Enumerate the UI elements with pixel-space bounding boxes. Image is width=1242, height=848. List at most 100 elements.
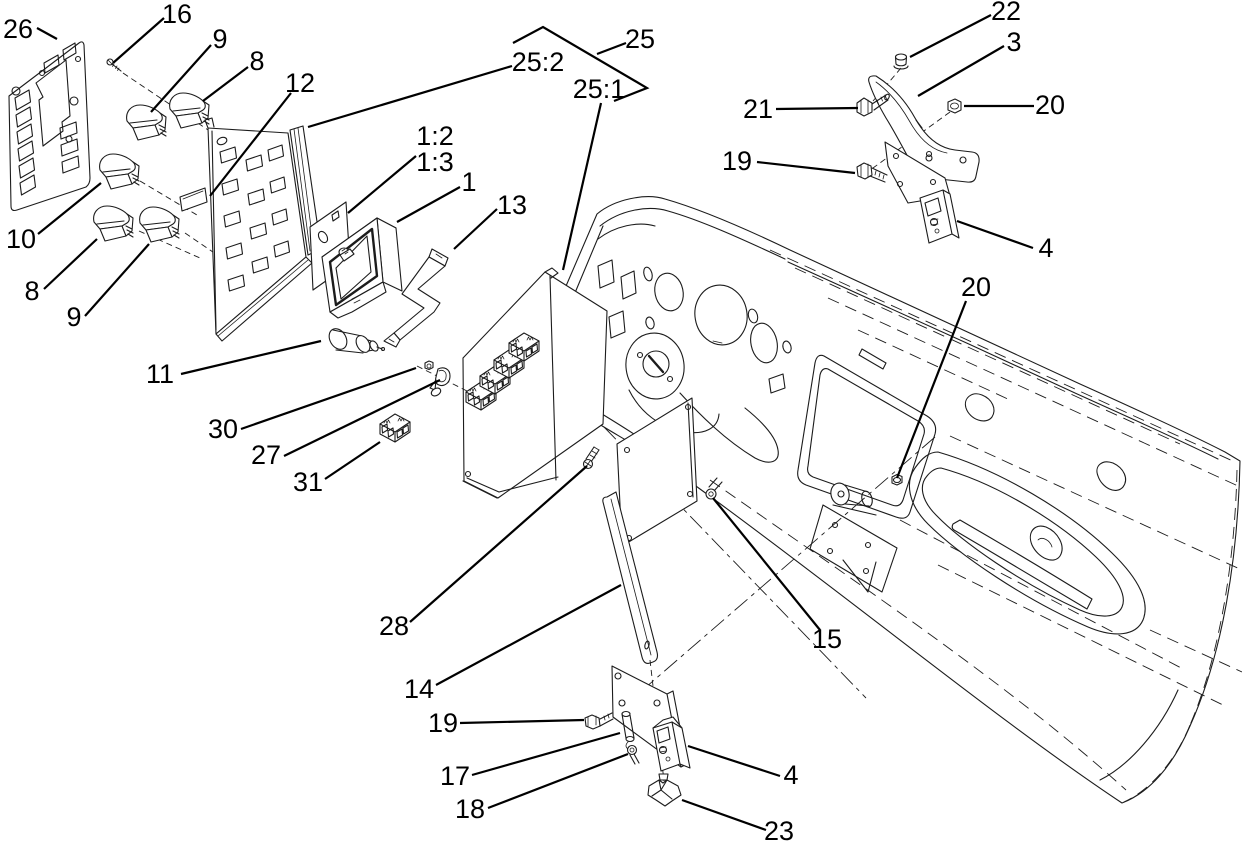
- callout-label-9: 9: [66, 302, 81, 332]
- part-28-screw: [582, 446, 600, 470]
- part-4-bracket-bottom: [652, 716, 691, 772]
- callout-leader-10: [37, 182, 102, 235]
- callout-label-21: 21: [743, 94, 773, 124]
- group-25-bracket: [512, 25, 650, 103]
- callout-leader-13: [453, 208, 498, 250]
- part-9-rocker-switch-left: [139, 206, 180, 243]
- latch-cylinder: [830, 482, 877, 516]
- callout-leader-12: [209, 92, 292, 197]
- callout-leader-25:2: [307, 64, 513, 129]
- callout-label-20: 20: [1035, 90, 1065, 120]
- part-8-rocker-switch-top: [169, 92, 210, 129]
- part-25-1-fuse-panel: [462, 267, 608, 499]
- callout-leader-3: [917, 45, 1005, 97]
- part-21-bolt: [856, 93, 890, 117]
- callout-leader-8: [43, 238, 98, 290]
- callout-label-28: 28: [379, 611, 409, 641]
- callout-label-10: 10: [6, 224, 36, 254]
- callout-leader-30: [240, 366, 417, 431]
- part-17-pin: [621, 710, 635, 751]
- callout-label-25:2: 25:2: [512, 47, 565, 77]
- callout-label-14: 14: [404, 674, 434, 704]
- callout-label-4: 4: [1038, 233, 1053, 263]
- phantom-centerline-1: [637, 436, 936, 695]
- part-14-support-plate-strut: [602, 397, 698, 664]
- callout-label-26: 26: [3, 14, 33, 44]
- part-18-screw: [626, 744, 640, 765]
- callout-leader-9: [150, 44, 212, 113]
- callout-leader-9: [84, 243, 150, 317]
- part-19-bolt-top: [856, 162, 888, 183]
- callout-label-16: 16: [162, 0, 192, 29]
- part-30-nut: [424, 360, 434, 371]
- callout-label-19: 19: [428, 708, 458, 738]
- callout-label-27: 27: [251, 440, 281, 470]
- callout-label-4: 4: [783, 760, 798, 790]
- callout-label-1:3: 1:3: [416, 147, 454, 177]
- callout-leader-28: [409, 465, 588, 623]
- callout-label-11: 11: [146, 359, 174, 389]
- part-31-connector: [379, 413, 411, 443]
- callout-label-17: 17: [440, 761, 470, 791]
- callout-leader-25:1: [561, 102, 603, 271]
- callout-label-25:1: 25:1: [573, 74, 626, 104]
- gauge-hole-center: [694, 284, 748, 346]
- callout-leader-20: [895, 300, 968, 479]
- callout-label-3: 3: [1006, 27, 1021, 57]
- callout-leader-11: [180, 339, 322, 376]
- callout-label-1:2: 1:2: [416, 121, 454, 151]
- callout-label-8: 8: [249, 46, 264, 76]
- callout-label-22: 22: [991, 0, 1021, 26]
- gauge-hole-right: [750, 322, 778, 364]
- bottom-bracket-assembly: [584, 659, 691, 807]
- callout-label-30: 30: [208, 414, 238, 444]
- callout-leader-17: [471, 731, 621, 777]
- part-22-nut: [893, 53, 909, 70]
- part-12-plug: [179, 187, 208, 212]
- callout-leader-27: [283, 379, 441, 457]
- callout-leader-26: [36, 27, 58, 40]
- callout-leader-19: [756, 160, 856, 175]
- callout-label-20: 20: [961, 272, 991, 302]
- callout-leader-18: [487, 752, 629, 810]
- callout-label-18: 18: [455, 794, 485, 824]
- callout-leader-15: [712, 497, 821, 631]
- callout-leader-4: [956, 219, 1034, 250]
- callout-leader-23: [681, 798, 767, 832]
- callout-leader-22: [909, 14, 992, 58]
- callout-label-1: 1: [461, 167, 476, 197]
- part-15-screw: [705, 477, 723, 500]
- part-19-bolt-bottom: [584, 712, 614, 730]
- callout-leader-25: [596, 41, 627, 56]
- part-20-nut-top: [947, 98, 962, 114]
- top-bracket-assembly: [856, 53, 980, 244]
- part-8-rocker-switch-left: [93, 205, 134, 242]
- callout-leader-4: [687, 744, 781, 778]
- part-10-rocker-switch: [99, 153, 140, 190]
- part-23-knob: [647, 773, 682, 807]
- gauge-hole-left: [654, 272, 684, 312]
- callout-leader-21: [775, 106, 859, 111]
- callout-label-19: 19: [722, 146, 752, 176]
- part-11-lamp-socket: [328, 328, 386, 354]
- callout-leader-16: [112, 17, 165, 64]
- callout-label-23: 23: [764, 816, 794, 846]
- callout-leader-14: [435, 584, 622, 686]
- callout-leader-8: [202, 66, 249, 102]
- callout-label-12: 12: [285, 68, 315, 98]
- part-25-2-control-panel: [204, 117, 322, 342]
- hidden-edge-lines: [709, 249, 1242, 803]
- callout-label-13: 13: [497, 190, 527, 220]
- callout-leader-1: [396, 186, 461, 223]
- callout-label-9: 9: [212, 24, 227, 54]
- part-9-rocker-switch-top: [126, 104, 167, 141]
- part-3-bracket-strap: [868, 75, 980, 183]
- part-13-bracket: [383, 248, 449, 348]
- callout-label-25: 25: [625, 24, 655, 54]
- ignition-switch: [625, 332, 779, 463]
- callout-label-31: 31: [293, 467, 323, 497]
- meter-connector: [338, 247, 355, 262]
